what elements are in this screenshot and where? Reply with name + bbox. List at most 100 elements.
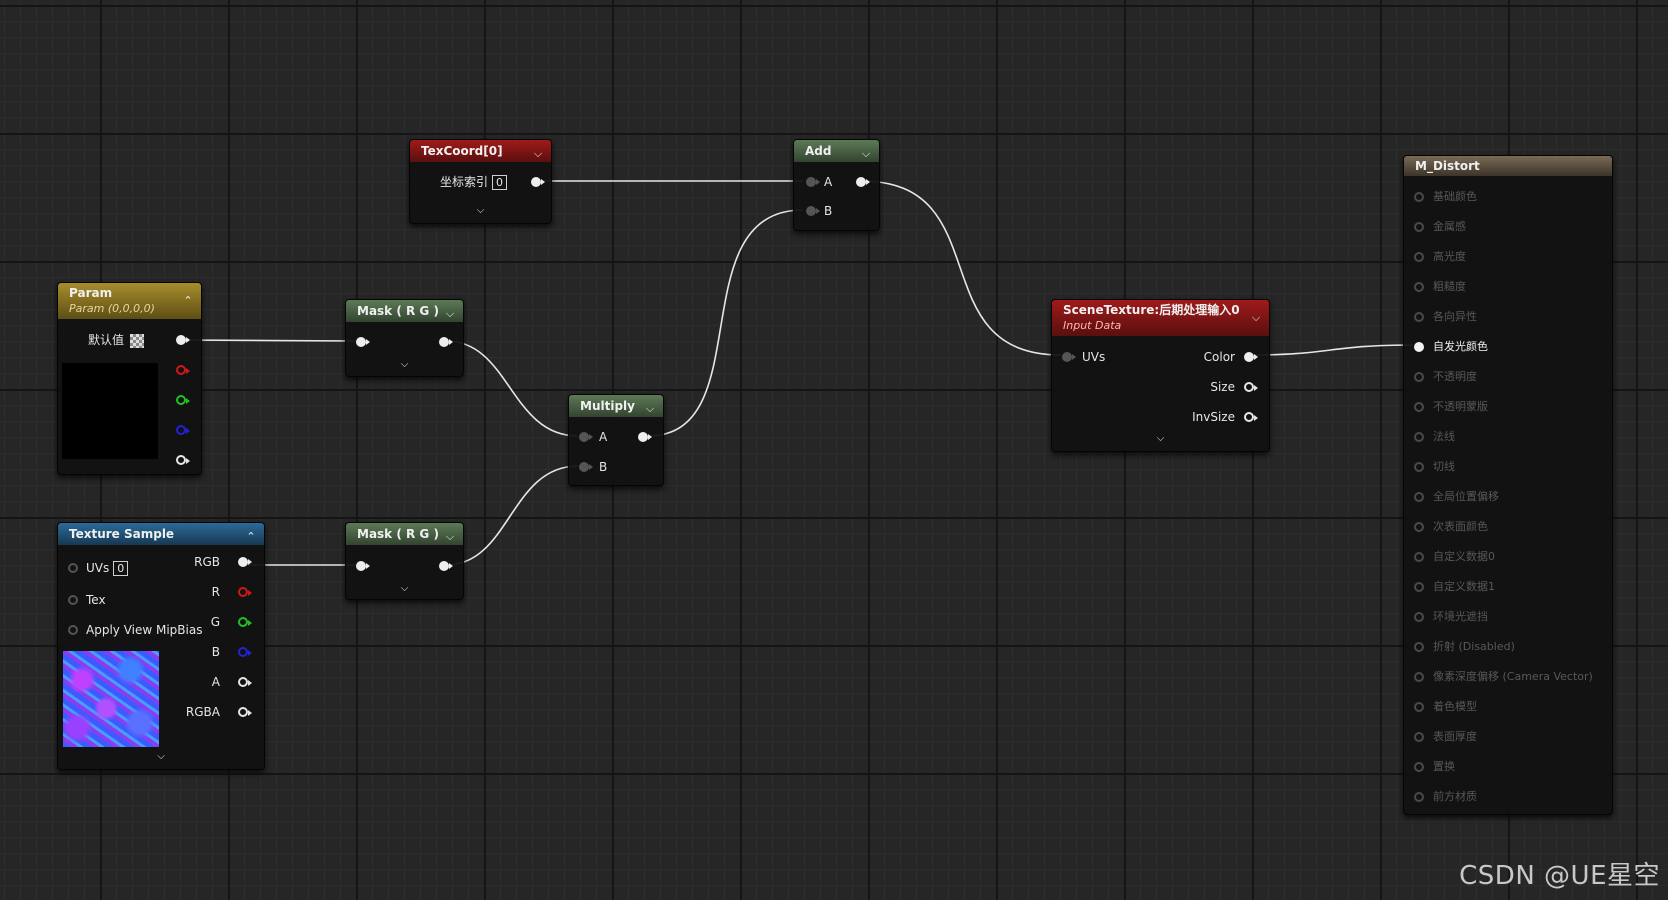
param-g-output-pin[interactable]: [176, 395, 190, 405]
param-node-header[interactable]: Param Param (0,0,0,0) ⌃: [58, 283, 201, 319]
material-input-pin[interactable]: [1414, 582, 1424, 592]
texture-sample-r-pin[interactable]: [238, 587, 252, 597]
scene-texture-uvs-pin[interactable]: [1062, 352, 1076, 362]
multiply-node-header[interactable]: Multiply ⌵: [569, 395, 663, 417]
texture-sample-tex-pin[interactable]: [68, 595, 78, 605]
material-input-pin[interactable]: [1414, 732, 1424, 742]
material-input-pin[interactable]: [1414, 402, 1424, 412]
checker-swatch-icon[interactable]: [130, 333, 145, 348]
material-input-pin[interactable]: [1414, 612, 1424, 622]
texture-sample-b-pin[interactable]: [238, 647, 252, 657]
chevron-down-icon[interactable]: ⌵: [1251, 311, 1261, 324]
multiply-input-b-pin[interactable]: [579, 462, 593, 472]
material-input-pin[interactable]: [1414, 222, 1424, 232]
param-a-output-pin[interactable]: [176, 455, 190, 465]
chevron-down-icon[interactable]: ⌵: [533, 147, 543, 160]
material-input-pin[interactable]: [1414, 702, 1424, 712]
add-node[interactable]: Add ⌵ A B: [793, 139, 880, 231]
texture-sample-a-pin[interactable]: [238, 677, 252, 687]
material-input-pin[interactable]: [1414, 762, 1424, 772]
mask-rg-bottom-header[interactable]: Mask ( R G ) ⌵: [346, 523, 463, 545]
scene-texture-color-pin[interactable]: [1244, 352, 1258, 362]
material-input-label: 表面厚度: [1433, 730, 1477, 743]
mask-rg-bottom-output-pin[interactable]: [439, 561, 453, 571]
scene-texture-header[interactable]: SceneTexture:后期处理输入0 Input Data ⌵: [1052, 300, 1269, 336]
material-input-pin[interactable]: [1414, 192, 1424, 202]
material-input-label: 前方材质: [1433, 790, 1477, 803]
scene-texture-node[interactable]: SceneTexture:后期处理输入0 Input Data ⌵ UVs Co…: [1051, 299, 1270, 452]
chevron-down-icon[interactable]: ⌵: [445, 530, 455, 543]
material-input-pin[interactable]: [1414, 552, 1424, 562]
chevron-up-icon[interactable]: ⌃: [246, 530, 256, 543]
param-node[interactable]: Param Param (0,0,0,0) ⌃ 默认值: [57, 282, 202, 475]
chevron-up-icon[interactable]: ⌃: [183, 294, 193, 307]
material-input-pin[interactable]: [1414, 672, 1424, 682]
add-input-b-pin[interactable]: [806, 206, 820, 216]
scene-texture-size-pin[interactable]: [1244, 382, 1258, 392]
material-result-title: M_Distort: [1415, 159, 1480, 173]
multiply-input-a-pin[interactable]: [579, 432, 593, 442]
material-input-pin[interactable]: [1414, 462, 1424, 472]
wire-multiply-to-add-b[interactable]: [647, 209, 804, 437]
chevron-down-icon[interactable]: ⌵: [400, 359, 409, 370]
wire-param-to-mask-top[interactable]: [177, 339, 357, 342]
mask-rg-bottom-node[interactable]: Mask ( R G ) ⌵ ⌵: [345, 522, 464, 600]
texcoord-node-header[interactable]: TexCoord[0] ⌵: [410, 140, 551, 162]
texcoord-node-title: TexCoord[0]: [421, 144, 503, 158]
wire-mask-top-to-multiply-a[interactable]: [445, 340, 579, 437]
wire-mask-bottom-to-multiply-b[interactable]: [445, 465, 579, 566]
mask-rg-top-header[interactable]: Mask ( R G ) ⌵: [346, 300, 463, 322]
chevron-down-icon[interactable]: ⌵: [1156, 433, 1165, 444]
multiply-output-pin[interactable]: [638, 432, 652, 442]
wire-scenetexture-color-to-emissive[interactable]: [1251, 344, 1414, 356]
material-input-pin[interactable]: [1414, 792, 1424, 802]
mask-rg-top-output-pin[interactable]: [439, 337, 453, 347]
param-r-output-pin[interactable]: [176, 365, 190, 375]
texture-sample-g-pin[interactable]: [238, 617, 252, 627]
texture-sample-uvs-pin[interactable]: [68, 563, 78, 573]
chevron-down-icon[interactable]: ⌵: [445, 307, 455, 320]
material-input-pin[interactable]: [1414, 522, 1424, 532]
mask-rg-top-input-pin[interactable]: [356, 337, 370, 347]
material-input-pin[interactable]: [1414, 282, 1424, 292]
material-input-pin[interactable]: [1414, 492, 1424, 502]
texture-sample-mipbias-label: Apply View MipBias: [86, 623, 203, 637]
multiply-node[interactable]: Multiply ⌵ A B: [568, 394, 664, 486]
material-input-pin[interactable]: [1414, 252, 1424, 262]
material-result-node[interactable]: M_Distort 基础颜色金属感高光度粗糙度各向异性自发光颜色不透明度不透明蒙…: [1403, 155, 1613, 815]
texture-sample-uv-index[interactable]: 0: [113, 561, 129, 576]
texture-sample-mipbias-pin[interactable]: [68, 625, 78, 635]
texture-sample-rgba-pin[interactable]: [238, 707, 252, 717]
param-b-output-pin[interactable]: [176, 425, 190, 435]
mask-rg-top-node[interactable]: Mask ( R G ) ⌵ ⌵: [345, 299, 464, 377]
chevron-down-icon[interactable]: ⌵: [157, 751, 165, 762]
material-input-label: 法线: [1433, 430, 1455, 443]
scene-texture-invsize-pin[interactable]: [1244, 412, 1258, 422]
texture-sample-rgb-pin[interactable]: [238, 557, 252, 567]
chevron-down-icon[interactable]: ⌵: [400, 583, 409, 594]
multiply-input-b-label: B: [599, 460, 608, 474]
chevron-down-icon[interactable]: ⌵: [645, 402, 655, 415]
material-input-pin[interactable]: [1414, 642, 1424, 652]
material-input-pin[interactable]: [1414, 312, 1424, 322]
add-output-pin[interactable]: [856, 177, 870, 187]
texcoord-index-field[interactable]: 0: [492, 175, 508, 190]
chevron-down-icon[interactable]: ⌵: [861, 147, 871, 160]
texture-sample-header[interactable]: Texture Sample ⌃: [58, 523, 264, 545]
add-input-a-pin[interactable]: [806, 177, 820, 187]
param-rgb-output-pin[interactable]: [176, 335, 190, 345]
material-input-pin[interactable]: [1414, 432, 1424, 442]
add-node-header[interactable]: Add ⌵: [794, 140, 879, 162]
material-input-pin[interactable]: [1414, 372, 1424, 382]
texcoord-output-pin[interactable]: [531, 177, 545, 187]
material-result-header[interactable]: M_Distort: [1404, 156, 1612, 176]
material-input-pin[interactable]: [1414, 342, 1424, 352]
multiply-node-title: Multiply: [580, 399, 635, 413]
mask-rg-bottom-input-pin[interactable]: [356, 561, 370, 571]
chevron-down-icon[interactable]: ⌵: [476, 205, 485, 216]
wire-add-to-scenetexture-uvs[interactable]: [860, 180, 1062, 356]
material-input-label: 各向异性: [1433, 310, 1477, 323]
scene-texture-size-label: Size: [1210, 380, 1235, 394]
